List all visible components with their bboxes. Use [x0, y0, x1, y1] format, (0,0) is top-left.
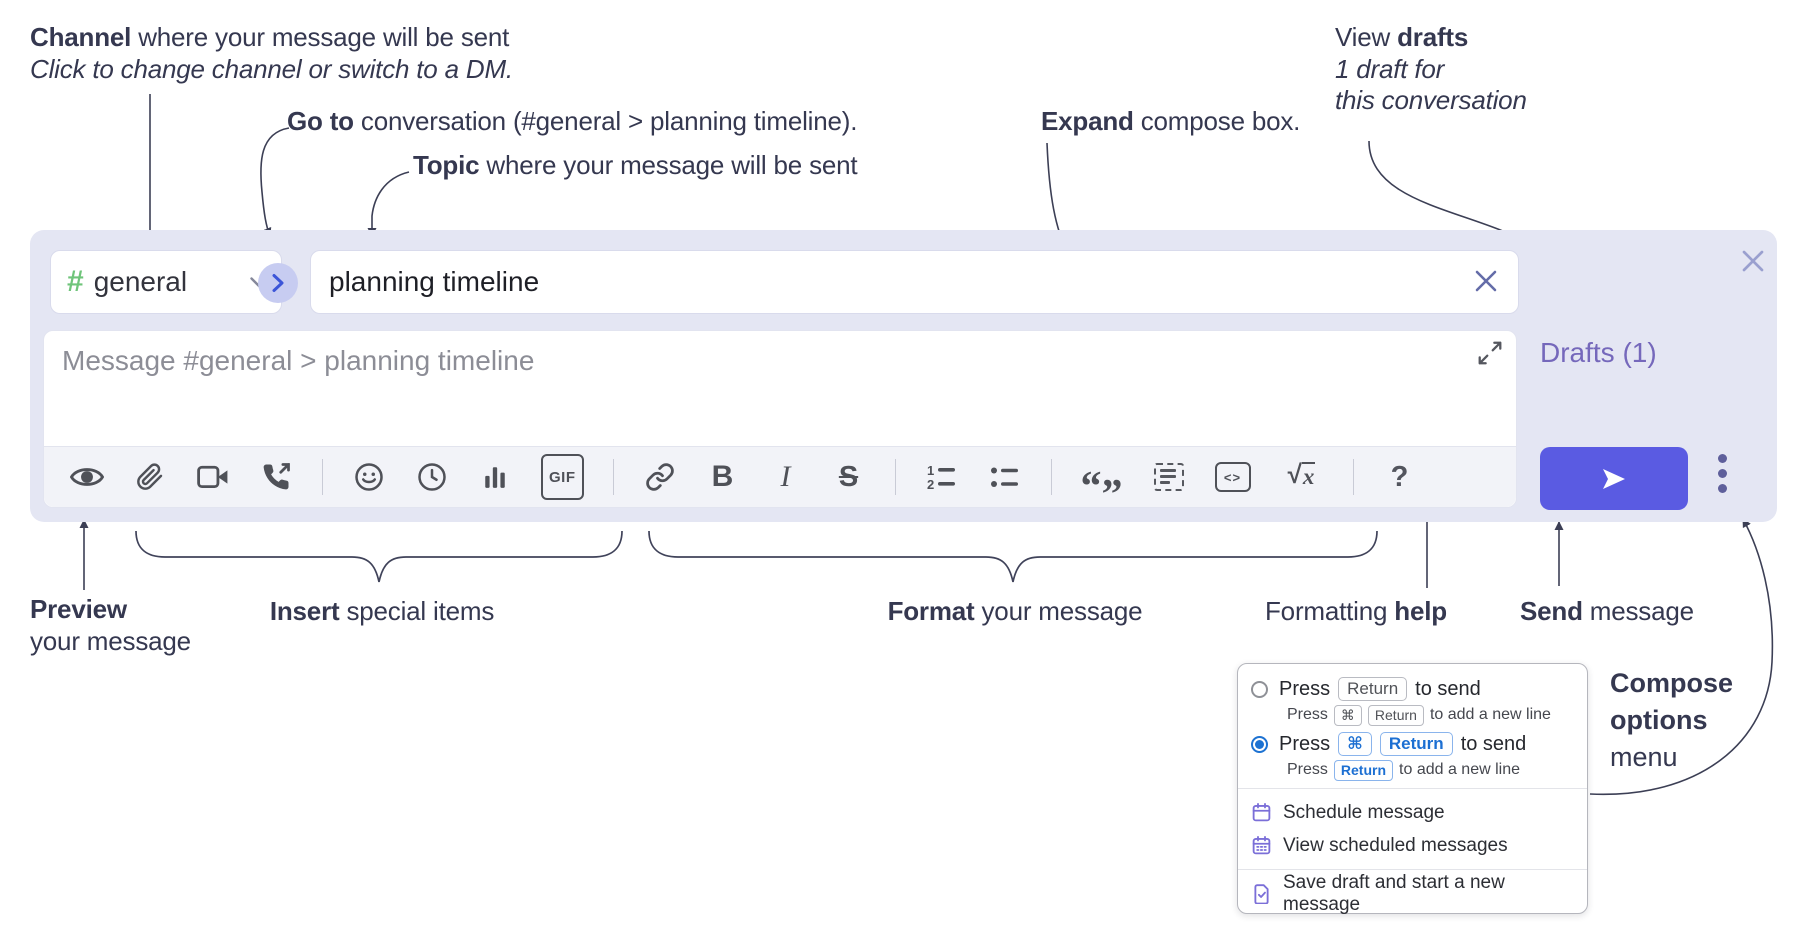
cmd-key-cap: ⌘ [1338, 732, 1372, 756]
global-time-icon[interactable] [415, 459, 449, 495]
send-button[interactable] [1540, 447, 1688, 510]
radio-unselected[interactable] [1251, 680, 1268, 698]
cmd-key-cap: ⌘ [1333, 704, 1362, 726]
send-icon [1603, 468, 1625, 489]
close-compose-icon[interactable] [1738, 246, 1768, 276]
attach-file-icon[interactable] [133, 459, 167, 495]
toolbar-separator [1352, 459, 1354, 495]
chevron-right-icon [272, 274, 284, 292]
bulleted-list-icon[interactable] [988, 459, 1022, 495]
toolbar-separator [322, 459, 323, 495]
drafts-link[interactable]: Drafts (1) [1540, 337, 1657, 368]
menu-item-view-scheduled-messages[interactable]: View scheduled messages [1251, 829, 1574, 862]
poll-icon[interactable] [478, 459, 512, 495]
return-key-cap: Return [1338, 677, 1408, 701]
spoiler-icon[interactable] [1152, 459, 1186, 495]
compose-options-menu-button[interactable] [1710, 454, 1734, 493]
preview-eye-icon[interactable] [70, 459, 104, 495]
insert-annotation: Insert special items [269, 596, 495, 626]
toolbar-separator [1050, 459, 1052, 495]
topic-annotation: Topic where your message will be sent [413, 150, 858, 180]
channel-annotation: Channel where your message will be sent … [30, 22, 513, 84]
svg-text:2: 2 [927, 477, 934, 491]
preview-annotation: Preview your message [30, 594, 191, 656]
view-drafts-annotation: View drafts 1 draft for this conversatio… [1335, 22, 1527, 116]
expand-compose-icon[interactable] [1477, 340, 1503, 366]
calendar-icon [1251, 802, 1272, 823]
option-cmd-return-to-send[interactable]: Press ⌘ Return to send [1251, 730, 1574, 758]
channel-hash-icon: # [67, 265, 84, 298]
math-icon[interactable]: √x [1287, 459, 1316, 489]
message-compose-card: GIF B I S 12 “” <> √x ? [43, 330, 1517, 518]
bold-icon[interactable]: B [711, 460, 734, 493]
italic-icon[interactable]: I [780, 460, 791, 493]
audio-call-icon[interactable] [259, 459, 293, 495]
topic-input-wrapper [310, 250, 1519, 314]
return-key-cap: Return [1333, 759, 1394, 781]
calendar-grid-icon [1251, 835, 1272, 856]
return-key-cap: Return [1379, 732, 1453, 756]
channel-selector[interactable]: # general [50, 250, 282, 314]
topic-input[interactable] [311, 266, 1518, 298]
expand-annotation: Expand compose box. [1041, 106, 1301, 136]
quote-icon[interactable]: “” [1080, 464, 1123, 518]
menu-item-schedule-message[interactable]: Schedule message [1251, 796, 1574, 829]
popup-divider [1238, 788, 1587, 789]
compose-options-popup: Press Return to send Press ⌘ Return to a… [1237, 663, 1588, 915]
emoji-icon[interactable] [352, 459, 386, 495]
message-textarea[interactable] [44, 331, 1516, 446]
link-icon[interactable] [643, 459, 677, 495]
formatting-help-annotation: Formatting help [1265, 596, 1447, 626]
option-cmd-return-to-send-hint: Press Return to add a new line [1287, 759, 1574, 781]
option-return-to-send[interactable]: Press Return to send [1251, 675, 1574, 703]
toolbar-separator [612, 459, 614, 495]
popup-divider [1238, 869, 1587, 870]
radio-selected[interactable] [1251, 735, 1268, 753]
code-icon[interactable]: <> [1214, 462, 1251, 492]
draft-document-icon [1251, 883, 1272, 904]
clear-topic-icon[interactable] [1472, 267, 1500, 295]
goto-annotation: Go to conversation (#general > planning … [287, 106, 858, 136]
toolbar-separator [894, 459, 896, 495]
gif-icon[interactable]: GIF [541, 454, 584, 500]
return-key-cap: Return [1367, 704, 1424, 726]
compose-options-annotation: Compose options menu [1610, 668, 1734, 772]
svg-text:1: 1 [927, 463, 934, 478]
channel-name: general [93, 266, 188, 297]
strikethrough-icon[interactable]: S [838, 460, 859, 493]
option-return-to-send-hint: Press ⌘ Return to add a new line [1287, 704, 1574, 726]
go-to-conversation-button[interactable] [258, 263, 298, 303]
message-formatting-help-icon[interactable]: ? [1390, 460, 1409, 493]
video-call-icon[interactable] [196, 459, 230, 495]
send-message-annotation: Send message [1520, 596, 1694, 626]
menu-item-save-draft-new-message[interactable]: Save draft and start a new message [1251, 872, 1574, 915]
format-annotation: Format your message [887, 596, 1143, 626]
